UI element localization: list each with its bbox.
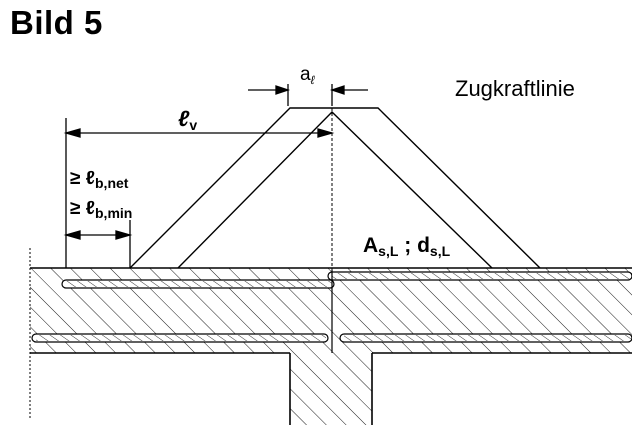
label-tensile-line: Zugkraftlinie (455, 76, 575, 101)
label-a-l: aℓ (300, 64, 316, 87)
dimension-l-v (63, 118, 335, 268)
label-b-net: ≥ ℓb,net (70, 168, 129, 191)
tensile-force-line (129, 107, 541, 269)
support-column (289, 353, 373, 425)
label-area-diameter: As,L ; ds,L (363, 234, 451, 259)
label-b-min: ≥ ℓb,min (70, 198, 132, 221)
rebar-left-bottom (31, 333, 329, 343)
figure-title: Bild 5 (10, 4, 103, 41)
label-l-v: ℓv (178, 106, 197, 133)
rebar-right-bottom (339, 333, 632, 343)
rebar-right-top (327, 271, 632, 281)
dimension-anchorage (63, 220, 133, 268)
dimension-a-l (248, 84, 368, 106)
rebar-left-top (61, 279, 335, 289)
